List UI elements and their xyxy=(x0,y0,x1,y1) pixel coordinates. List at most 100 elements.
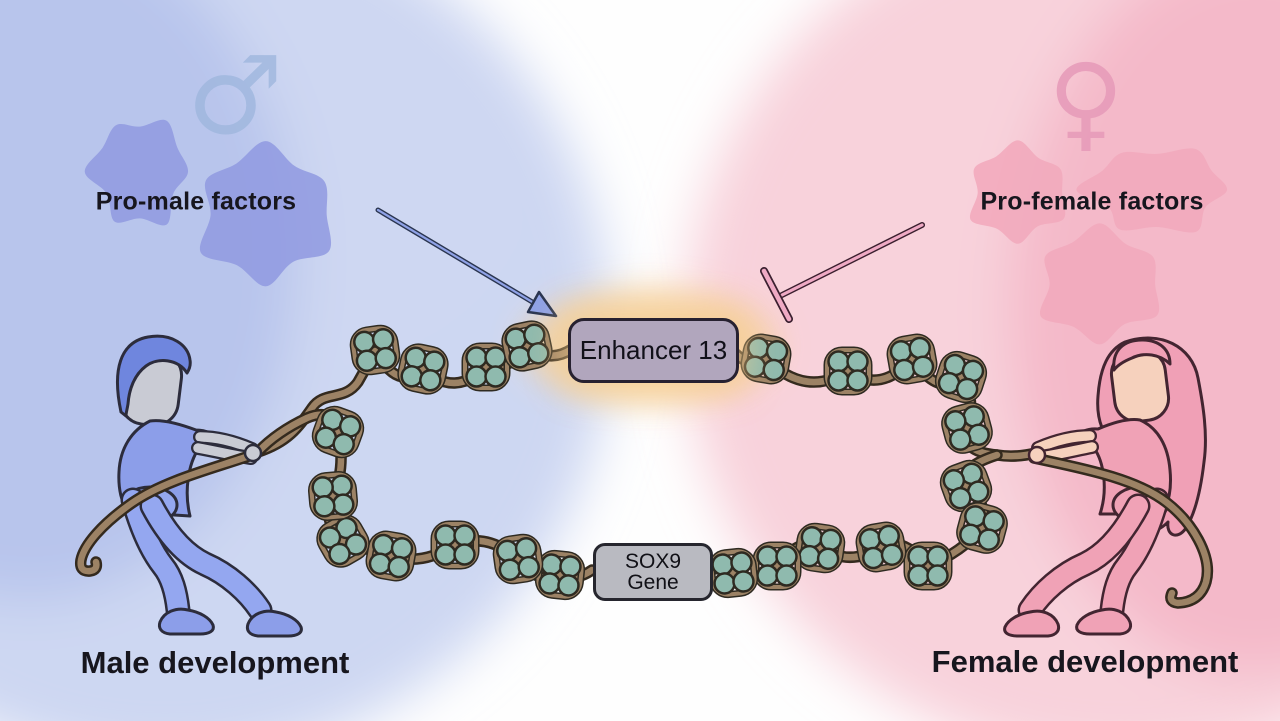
nucleosome xyxy=(501,320,553,372)
histone-circle xyxy=(955,377,979,401)
histone-circle xyxy=(557,574,580,597)
histone-circle xyxy=(434,524,457,547)
pro-female-factor-blob xyxy=(969,140,1066,244)
nucleosome xyxy=(316,514,370,568)
histone-circle xyxy=(484,346,507,369)
histone-circle xyxy=(949,486,972,510)
female-upper-arm xyxy=(1033,431,1095,453)
pro-male-factor-blobs xyxy=(84,119,332,287)
male-front-leg xyxy=(123,490,188,620)
nucleosome xyxy=(349,324,401,376)
sox9-gene-box: SOX9 Gene xyxy=(593,543,713,601)
histone-circle xyxy=(328,542,351,566)
nucleosome xyxy=(707,547,759,599)
enhancer-13-label: Enhancer 13 xyxy=(579,335,728,365)
nucleosome xyxy=(941,402,993,454)
pro-female-factor-blob xyxy=(1039,223,1160,345)
sox9-label-line1: SOX9 xyxy=(624,549,682,573)
male-figure xyxy=(115,334,303,638)
nucleosome xyxy=(365,530,417,582)
female-front-leg xyxy=(1102,490,1167,620)
nucleosome xyxy=(534,549,586,601)
histone-circle xyxy=(559,555,582,578)
female-development-label: Female development xyxy=(931,644,1239,679)
histone-circle xyxy=(827,369,850,392)
histone-circle xyxy=(517,555,540,579)
pro-female-factors-label: Pro-female factors xyxy=(980,187,1204,216)
nucleosome xyxy=(311,405,365,459)
histone-circle xyxy=(330,474,353,497)
female-shoe xyxy=(1075,607,1133,636)
nucleosome xyxy=(956,502,1008,554)
female-shoe xyxy=(1003,609,1061,638)
histone-circle xyxy=(926,564,949,587)
histone-circle xyxy=(313,495,336,518)
inhibition-bar-icon xyxy=(760,222,925,323)
nucleosome xyxy=(430,520,480,570)
histone-circle xyxy=(374,346,397,370)
nucleosome-layer xyxy=(307,320,1008,601)
dna-rope-tail-left xyxy=(74,449,258,577)
male-development-label: Male development xyxy=(80,645,350,680)
histone-circle xyxy=(538,572,561,595)
male-symbol-icon: ♂ xyxy=(186,34,284,159)
nucleosome xyxy=(934,350,988,404)
nucleosome xyxy=(461,342,511,392)
histone-circle xyxy=(387,555,410,579)
histone-circle xyxy=(527,342,550,365)
pro-female-factor-blobs xyxy=(969,140,1228,345)
histone-circle xyxy=(730,551,753,574)
histone-circle xyxy=(311,476,334,499)
female-symbol-icon: ♀ xyxy=(1047,41,1125,163)
nucleosome xyxy=(397,343,449,395)
histone-circle xyxy=(419,369,442,392)
histone-circle xyxy=(775,564,798,587)
histone-circle xyxy=(484,365,507,388)
histone-circle xyxy=(949,428,972,451)
histone-circle xyxy=(732,570,755,593)
histone-circle xyxy=(332,432,355,456)
histone-circle xyxy=(880,543,904,566)
histone-circle xyxy=(926,545,949,568)
histone-circle xyxy=(465,365,488,388)
histone-circle xyxy=(756,564,779,587)
histone-circle xyxy=(713,572,736,595)
histone-circle xyxy=(907,564,930,587)
pro-female-factor-blob xyxy=(1076,148,1228,233)
histone-circle xyxy=(775,545,798,568)
nucleosome xyxy=(752,541,802,591)
dna-rope-tail-right xyxy=(1028,452,1214,609)
nucleosome xyxy=(740,333,792,385)
nucleosome xyxy=(823,346,873,396)
histone-circle xyxy=(332,493,355,516)
histone-circle xyxy=(846,369,869,392)
histone-circle xyxy=(907,545,930,568)
histone-circle xyxy=(977,528,1000,551)
histone-circle xyxy=(846,350,869,373)
histone-circle xyxy=(540,553,563,576)
histone-circle xyxy=(711,553,734,576)
histone-circle xyxy=(453,524,476,547)
histone-circle xyxy=(465,346,488,369)
enhancer-13-box: Enhancer 13 xyxy=(568,318,739,383)
pro-male-factor-blob xyxy=(84,119,189,226)
histone-circle xyxy=(434,543,457,566)
nucleosome xyxy=(886,333,938,385)
female-back-leg xyxy=(1020,496,1148,620)
nucleosome xyxy=(794,522,846,574)
histone-circle xyxy=(911,355,935,378)
male-hand xyxy=(243,443,263,463)
nucleosome xyxy=(939,459,993,513)
female-hair-front xyxy=(1112,338,1172,372)
pro-male-factor-blob xyxy=(199,141,332,287)
female-hand xyxy=(1027,445,1047,465)
nucleosome xyxy=(307,470,359,522)
pro-male-factors-label: Pro-male factors xyxy=(95,187,297,216)
male-shoe xyxy=(245,609,303,638)
nucleosome xyxy=(855,521,907,573)
histone-circle xyxy=(756,545,779,568)
histone-circle xyxy=(816,547,840,570)
activation-arrow-icon xyxy=(375,207,558,318)
male-shoe xyxy=(157,607,215,636)
